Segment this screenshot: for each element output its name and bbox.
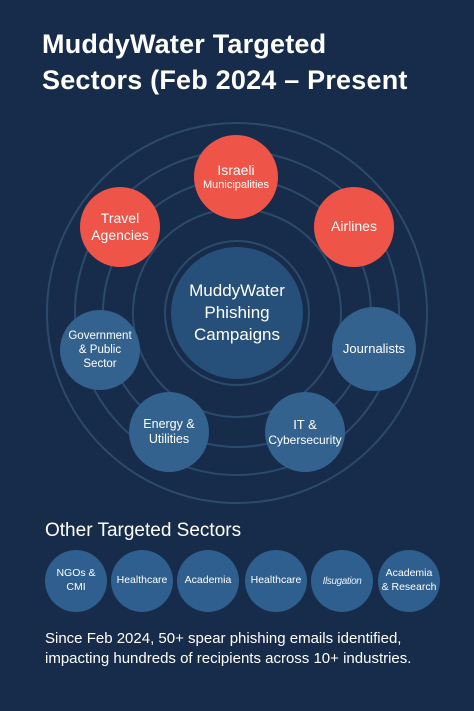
node-label: Sector [83,358,117,370]
pill-label: NGOs & [56,567,96,580]
node-label: Airlines [331,218,377,235]
summary-text: Since Feb 2024, 50+ spear phishing email… [45,629,465,669]
pill-label: Academia [184,574,232,587]
node-label: Journalists [342,341,406,357]
node-journalists: Journalists [332,307,416,391]
node-label: Agencies [91,227,149,243]
sector-pill-academia: Academia [177,550,239,612]
center-line-2: Phishing [204,303,270,323]
sector-pill-healthcare-2: Healthcare [245,550,307,612]
node-label: Municipalities [202,178,270,191]
title-line-2: Sectors (Feb 2024 – Present [42,65,408,95]
page-title: MuddyWater Targeted Sectors (Feb 2024 – … [42,26,462,98]
pill-label: Healthcare [116,574,168,587]
node-it-cybersecurity: IT & Cybersecurity [265,392,345,472]
node-label: Utilities [148,432,190,446]
pill-label: & Research [381,581,437,593]
pill-label: Healthcare [250,574,302,587]
sector-pill-academia-research: Academia & Research [378,550,440,612]
ring-5 [46,122,428,504]
summary-line-2: impacting hundreds of recipients across … [45,650,412,667]
sector-pill-healthcare: Healthcare [111,550,173,612]
other-sectors-heading: Other Targeted Sectors [45,520,242,541]
pill-label: CMI [66,581,86,593]
sector-pill-ngos: NGOs & CMI [45,550,107,612]
pill-label: Ilsugation [322,575,362,587]
center-node-muddywater: MuddyWater Phishing Campaigns [171,247,303,379]
other-sectors-list: NGOs & CMI Healthcare Academia Healthcar… [0,550,474,614]
node-travel-agencies: Travel Agencies [80,187,160,267]
ring-1 [164,240,310,386]
sector-pill-illegible: Ilsugation [311,550,373,612]
node-label: Travel [100,209,140,226]
node-israeli-municipalities: Israeli Municipalities [194,135,278,219]
title-line-1: MuddyWater Targeted [42,29,327,59]
node-government-public-sector: Government & Public Sector [60,310,140,390]
node-airlines: Airlines [314,187,394,267]
node-energy-utilities: Energy & Utilities [129,392,209,472]
pill-label: Academia [385,567,433,580]
center-line-1: MuddyWater [189,281,285,301]
node-label: Government [68,329,132,342]
node-label: Israeli [217,161,255,178]
sector-diagram: MuddyWater Phishing Campaigns Israeli Mu… [0,120,474,510]
node-label: IT & [293,416,317,432]
center-line-3: Campaigns [194,324,280,344]
summary-line-1: Since Feb 2024, 50+ spear phishing email… [45,630,402,647]
node-label: Cybersecurity [268,432,342,447]
node-label: & Public [78,343,122,356]
node-label: Energy & [143,416,195,431]
